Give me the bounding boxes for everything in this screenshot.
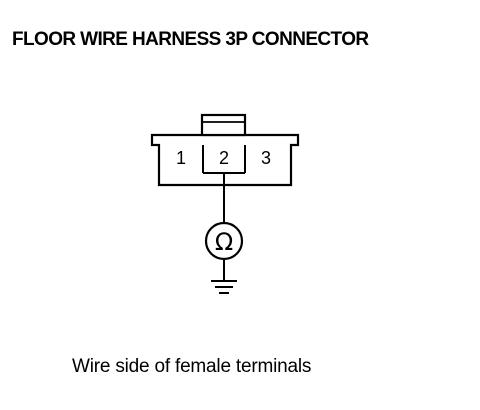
ohmmeter-icon: Ω [204, 221, 244, 261]
pin-3-label: 3 [261, 148, 271, 168]
connector-lock-tab [200, 113, 247, 137]
ohm-symbol: Ω [215, 228, 233, 256]
ground-icon [211, 280, 237, 294]
diagram-caption: Wire side of female terminals [72, 356, 312, 377]
diagram-title: FLOOR WIRE HARNESS 3P CONNECTOR [12, 29, 369, 50]
connector-body [150, 133, 300, 187]
pin-1-label: 1 [176, 148, 186, 168]
pin-2-label: 2 [219, 148, 229, 168]
